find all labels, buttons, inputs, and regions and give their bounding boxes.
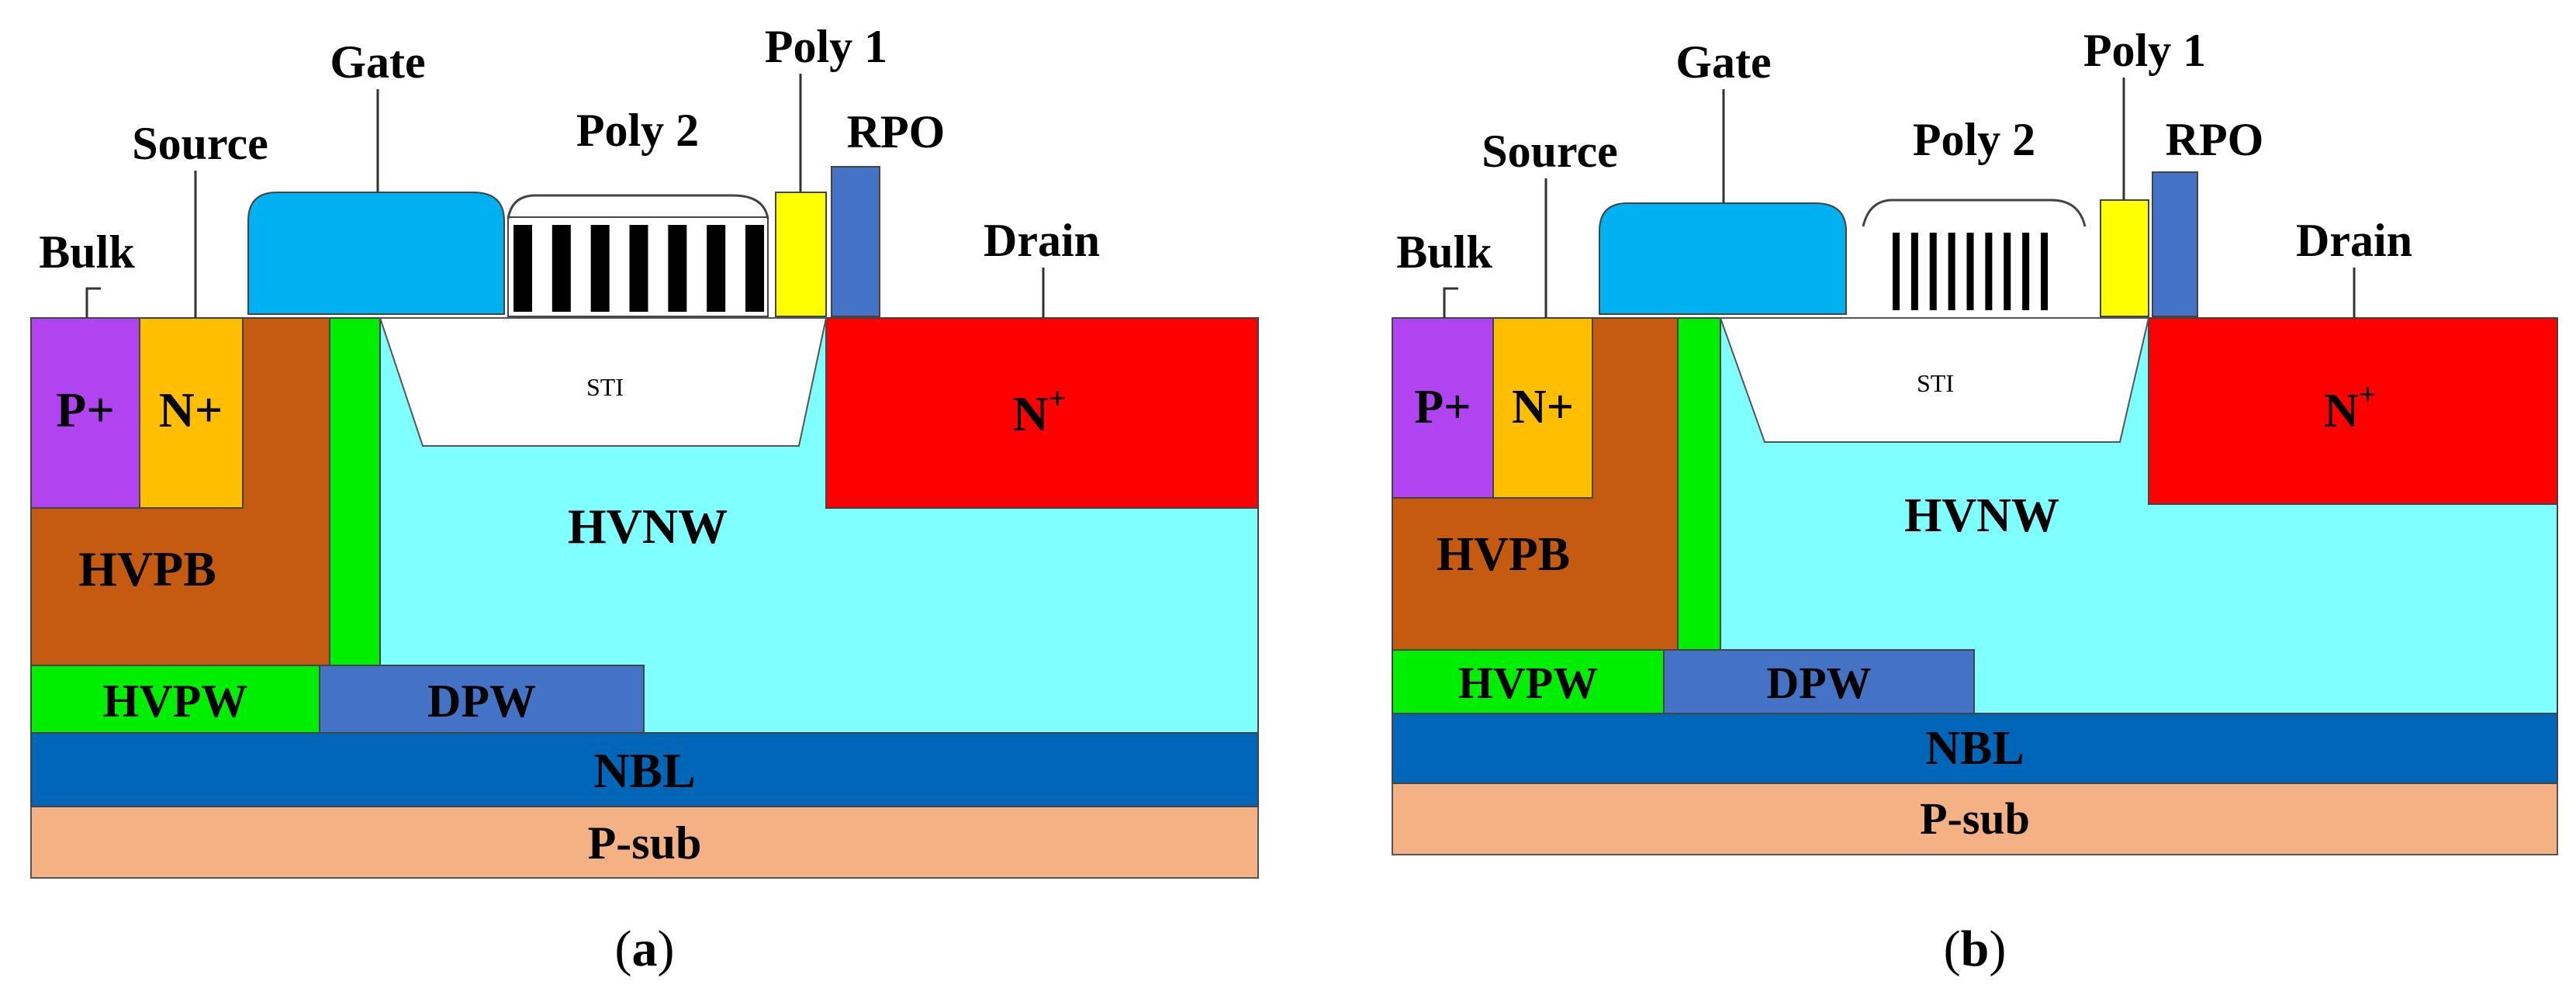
hvpb-label: HVPB (78, 541, 216, 596)
poly2-stripe (1929, 233, 1937, 310)
hvpw-label: HVPW (1458, 658, 1598, 708)
panel-a: Gate Source Bulk Poly 2 Poly 1 RPO Drain… (30, 21, 1259, 977)
rpo-label: RPO (847, 106, 946, 157)
gate-label: Gate (1675, 36, 1771, 88)
poly2-stripe (2022, 233, 2030, 310)
drain-n-plus-region (825, 317, 1259, 509)
poly2-stripe (552, 225, 571, 312)
dpw-label: DPW (1766, 658, 1871, 708)
drain-n-plus-label: N+ (1012, 381, 1066, 441)
poly2-bracket (507, 194, 769, 219)
psub-label: P-sub (588, 817, 702, 869)
poly2-stripe (1910, 233, 1918, 310)
poly2-stripes (1893, 233, 2048, 310)
p-plus-label: P+ (56, 382, 115, 437)
hvnw-label: HVNW (568, 499, 728, 554)
p-plus-label: P+ (1414, 381, 1471, 434)
hvpw-region (30, 665, 320, 734)
poly1-block (775, 192, 827, 317)
poly2-stripe (1966, 233, 1974, 310)
source-n-plus-region (139, 317, 244, 509)
source-n-plus-region (1492, 317, 1593, 499)
poly2-stripe (590, 225, 610, 312)
caption-a: (a) (615, 921, 675, 977)
bulk-label: Bulk (39, 226, 135, 278)
channel-strip (1677, 317, 1721, 651)
hvnw-label: HVNW (1904, 489, 2059, 542)
nbl-layer (30, 732, 1259, 807)
poly2-bracket (1862, 199, 2087, 227)
hvpw-label: HVPW (103, 675, 248, 727)
poly2-stripe (2041, 233, 2048, 310)
poly2-stripe (745, 225, 764, 312)
poly2-stripe (1985, 233, 1993, 310)
poly2-stripe (707, 225, 726, 312)
nbl-label: NBL (593, 743, 696, 798)
poly2-stripe (668, 225, 687, 312)
drain-label: Drain (2296, 215, 2412, 266)
sti-label: STI (586, 373, 624, 401)
drain-label: Drain (984, 215, 1100, 266)
hvpw-region (1392, 649, 1665, 714)
poly2-stripes (513, 225, 764, 312)
psub-layer (30, 806, 1259, 879)
gate-poly (1599, 202, 1847, 315)
poly1-label: Poly 1 (765, 21, 887, 72)
n-plus-label: N+ (1512, 381, 1574, 434)
poly2-label: Poly 2 (1913, 114, 2035, 165)
poly2-stripe (1948, 233, 1955, 310)
rpo-block (831, 166, 880, 317)
rpo-block (2152, 171, 2198, 317)
gate-label: Gate (330, 36, 425, 88)
hvpb-label: HVPB (1437, 528, 1570, 581)
sti-region (379, 317, 828, 447)
poly2-stripe (513, 225, 532, 312)
poly1-block (2100, 199, 2149, 317)
channel-strip (329, 317, 381, 666)
sti-label: STI (1917, 369, 1954, 397)
poly2-stripe (2004, 233, 2011, 310)
gate-poly (247, 192, 505, 315)
dpw-region (319, 665, 645, 734)
dpw-label: DPW (427, 675, 536, 727)
dpw-region (1663, 649, 1975, 714)
bulk-label: Bulk (1396, 226, 1492, 278)
rpo-label: RPO (2166, 114, 2264, 165)
poly2-label: Poly 2 (576, 105, 699, 156)
source-label: Source (132, 118, 268, 169)
p-plus-region (30, 317, 140, 509)
sti-region (1719, 317, 2150, 443)
psub-layer (1392, 783, 2558, 855)
nbl-label: NBL (1925, 722, 2024, 775)
source-label: Source (1482, 126, 1618, 177)
bulk-lead (1443, 287, 1458, 318)
n-plus-label: N+ (159, 382, 223, 437)
bulk-lead (85, 287, 101, 318)
psub-label: P-sub (1920, 793, 2030, 844)
poly2-stripe (1893, 233, 1900, 310)
panel-b: Gate Source Bulk Poly 2 Poly 1 RPO Drain… (1392, 25, 2558, 977)
drain-n-plus-label: N+ (2324, 377, 2377, 437)
drain-n-plus-region (2148, 317, 2558, 505)
poly2-stripe (629, 225, 648, 312)
nbl-layer (1392, 713, 2558, 784)
poly1-label: Poly 1 (2083, 25, 2206, 76)
caption-b: (b) (1944, 921, 2007, 977)
